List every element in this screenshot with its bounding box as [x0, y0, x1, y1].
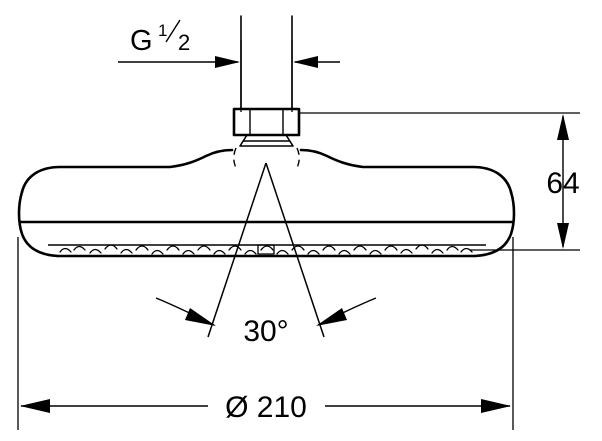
spray-angle-arm-left — [207, 162, 267, 338]
nozzle — [213, 249, 226, 255]
nozzle — [120, 248, 133, 254]
ball-joint-left-arc — [233, 147, 237, 169]
nozzle — [415, 244, 429, 250]
body-left-endcap — [17, 190, 60, 258]
nozzle — [431, 248, 444, 254]
nozzle — [89, 248, 102, 254]
nozzle — [338, 249, 351, 255]
height-value-label: 64 — [546, 167, 579, 200]
arrow-down-icon — [557, 223, 569, 249]
arrow-up-icon — [557, 114, 569, 140]
ball-joint-hidden-outline — [233, 147, 300, 169]
spray-angle-arm-right — [265, 162, 325, 338]
thread-fraction-numerator: 1 — [158, 21, 167, 40]
thread-label-letter: G — [130, 25, 153, 57]
nozzle — [73, 245, 86, 251]
nozzle — [135, 245, 149, 251]
center-outlet-detail — [257, 244, 275, 255]
nozzle — [166, 245, 180, 251]
body-right-endcap — [473, 190, 516, 258]
body-top-left-profile — [20, 148, 234, 194]
spray-angle-value-label: 30° — [243, 315, 288, 348]
diameter-value-label: Ø 210 — [225, 391, 307, 424]
nozzle — [244, 249, 257, 255]
nozzle — [400, 248, 413, 254]
nozzle — [446, 245, 459, 251]
thread-fraction-denominator: 2 — [178, 30, 190, 55]
nozzle — [322, 245, 336, 251]
nozzle — [384, 245, 398, 251]
nozzle — [460, 247, 473, 253]
diameter-dimension-group: Ø 210 — [17, 237, 514, 430]
nozzle — [260, 245, 274, 251]
arrow-right-icon — [481, 399, 511, 413]
shower-head-geometry — [17, 15, 516, 258]
spray-nozzle-row — [59, 244, 473, 255]
hex-nut-outline — [232, 107, 301, 137]
arrow-left-icon — [316, 308, 347, 326]
nozzle — [291, 245, 305, 251]
nozzle — [307, 249, 320, 255]
thread-size-label: G 1 2 — [130, 19, 190, 57]
center-outlet-port — [257, 244, 275, 255]
nozzle — [228, 245, 242, 251]
nut-collar — [239, 134, 294, 147]
nozzle — [59, 247, 72, 253]
nozzle — [151, 249, 164, 255]
nozzle — [353, 245, 367, 251]
nozzle — [369, 249, 382, 255]
ball-joint-right-arc — [296, 147, 300, 169]
nozzle — [197, 245, 211, 251]
arrow-left-icon — [20, 399, 50, 413]
arrow-right-icon — [215, 56, 240, 68]
height-dimension-group: 64 — [300, 112, 580, 251]
spray-angle-group: 30° — [155, 162, 377, 348]
hex-nut — [232, 107, 301, 137]
arrow-right-icon — [185, 308, 216, 326]
body-top-right-profile — [299, 148, 513, 194]
thread-dimension-group: G 1 2 — [118, 19, 340, 112]
nozzle — [276, 249, 289, 255]
arrow-left-icon — [293, 56, 318, 68]
fraction-slash — [165, 19, 181, 43]
nozzle — [104, 244, 118, 250]
nozzle — [182, 249, 195, 255]
